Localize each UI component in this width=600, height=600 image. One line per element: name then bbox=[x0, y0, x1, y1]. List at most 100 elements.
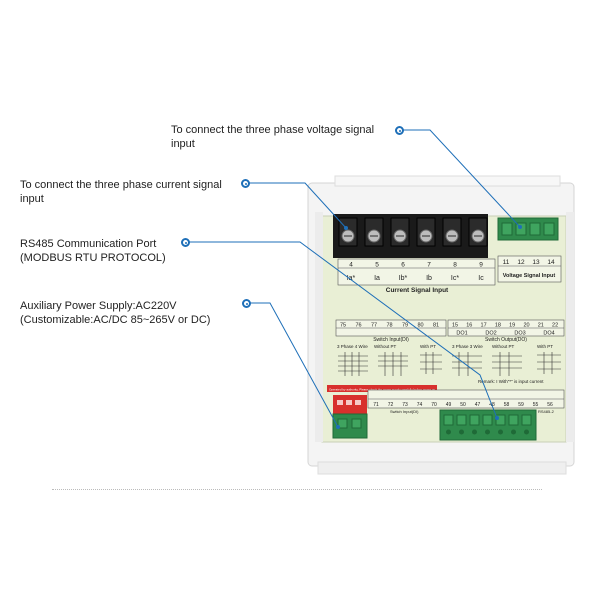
current-terminal-number: 4 bbox=[349, 262, 353, 269]
voltage-caption: Voltage Signal Input bbox=[503, 273, 556, 279]
device-top-lip bbox=[334, 175, 561, 187]
wiring-right-a: 3 Phase 3 Wire bbox=[452, 344, 483, 349]
current-terminal-number: 8 bbox=[453, 262, 457, 269]
voltage-terminal-pin bbox=[543, 222, 555, 236]
warning-text: Operated by authority, Please check the … bbox=[329, 388, 436, 392]
bottom-terminal-number: 73 bbox=[402, 402, 408, 408]
callout-power-line2: (Customizable:AC/DC 85~265V or DC) bbox=[20, 314, 211, 326]
rs485-terminal-pin bbox=[482, 414, 493, 426]
wiring-right-c: With PT bbox=[537, 344, 553, 349]
bottom-terminal-number: 59 bbox=[518, 402, 524, 408]
switch-in-number: 78 bbox=[386, 323, 392, 329]
switch-out-caption: Switch Output(DO) bbox=[485, 337, 527, 343]
mount-slot-right bbox=[566, 212, 574, 442]
current-terminal-label: Ib bbox=[426, 275, 432, 282]
switch-out-number: 20 bbox=[523, 323, 529, 329]
current-terminal-label: Ia* bbox=[347, 275, 356, 282]
current-terminal-screws bbox=[338, 217, 488, 247]
power-callout-dot-icon bbox=[242, 299, 251, 308]
bottom-caption-4: RS485-2 bbox=[538, 409, 555, 414]
voltage-terminal-pin bbox=[529, 222, 541, 236]
switch-out-label: DO4 bbox=[543, 331, 554, 337]
switch-out-number: 16 bbox=[466, 323, 472, 329]
callout-voltage-line1: To connect the three phase voltage signa… bbox=[171, 124, 375, 136]
current-terminal-block bbox=[333, 214, 488, 258]
switch-out-number: 22 bbox=[552, 323, 558, 329]
bottom-caption-1: Switch Input(DI) bbox=[390, 409, 419, 414]
rs485-terminal-pin bbox=[469, 414, 480, 426]
voltage-terminal-block bbox=[497, 217, 559, 241]
callout-current-line1: To connect the three phase current signa… bbox=[20, 179, 222, 191]
current-terminal-label: Ia bbox=[374, 275, 380, 282]
callout-power-line1: Auxiliary Power Supply:AC220V bbox=[20, 300, 177, 312]
wiring-right-b: Without PT bbox=[492, 344, 515, 349]
switch-out-number: 15 bbox=[452, 323, 458, 329]
wiring-diagram-sketch bbox=[338, 352, 561, 376]
switch-in-number: 81 bbox=[433, 323, 439, 329]
bottom-terminal-number: 55 bbox=[533, 402, 539, 408]
callout-current-line2: input bbox=[20, 193, 44, 205]
rs485-callout-dot-icon bbox=[181, 238, 190, 247]
rs485-screw-icon bbox=[524, 429, 529, 435]
current-terminal-label: Ic bbox=[478, 275, 484, 282]
bottom-terminal-number: 50 bbox=[460, 402, 466, 408]
voltage-terminal-number: 12 bbox=[517, 259, 525, 266]
rs485-terminal-pin bbox=[456, 414, 467, 426]
switch-in-number: 80 bbox=[417, 323, 423, 329]
current-terminal-number: 9 bbox=[479, 262, 483, 269]
voltage-terminal-pin bbox=[501, 222, 513, 236]
rs485-terminal-pin bbox=[495, 414, 506, 426]
device-bottom-lip bbox=[317, 461, 567, 475]
current-terminal-number: 5 bbox=[375, 262, 379, 269]
switch-in-number: 76 bbox=[355, 323, 361, 329]
warning-strip bbox=[327, 385, 437, 392]
callout-voltage-line2: input bbox=[171, 138, 195, 150]
callout-voltage: To connect the three phase voltage signa… bbox=[171, 123, 374, 151]
rs485-screw-icon bbox=[485, 429, 490, 435]
callout-rs485: RS485 Communication Port (MODBUS RTU PRO… bbox=[20, 237, 166, 265]
current-caption: Current Signal Input bbox=[386, 287, 449, 294]
rs485-screw-icon bbox=[459, 429, 464, 435]
switch-out-label: DO2 bbox=[485, 331, 496, 337]
wiring-left-b: Without PT bbox=[374, 344, 397, 349]
leader-power bbox=[246, 302, 339, 428]
callout-leader-lines bbox=[185, 129, 521, 428]
switch-out-number: 17 bbox=[481, 323, 487, 329]
callout-rs485-line2: (MODBUS RTU PROTOCOL) bbox=[20, 252, 166, 264]
bottom-terminal-number: 49 bbox=[446, 402, 452, 408]
bottom-terminal-number: 70 bbox=[431, 402, 437, 408]
switch-in-caption: Switch Input(DI) bbox=[373, 337, 409, 343]
rs485-terminal-pin bbox=[443, 414, 454, 426]
mount-slot-left bbox=[315, 212, 323, 442]
wiring-left-c: With PT bbox=[420, 344, 436, 349]
voltage-terminal-number: 14 bbox=[547, 259, 555, 266]
switch-out-number: 19 bbox=[509, 323, 515, 329]
switch-in-number: 77 bbox=[371, 323, 377, 329]
current-terminal-number: 6 bbox=[401, 262, 405, 269]
voltage-callout-dot-icon bbox=[395, 126, 404, 135]
switch-out-label: DO3 bbox=[514, 331, 525, 337]
switch-out-label: DO1 bbox=[456, 331, 467, 337]
bottom-terminal-number: 58 bbox=[504, 402, 510, 408]
switch-out-number: 21 bbox=[538, 323, 544, 329]
wiring-left-a: 3 Phase 4 Wire bbox=[337, 344, 368, 349]
bottom-divider bbox=[52, 489, 542, 490]
voltage-terminal-pin bbox=[515, 222, 527, 236]
bottom-terminal-number: 56 bbox=[547, 402, 553, 408]
current-callout-dot-icon bbox=[241, 179, 250, 188]
rs485-terminal-pin bbox=[508, 414, 519, 426]
current-terminal-label: Ic* bbox=[451, 275, 459, 282]
switch-in-number: 79 bbox=[402, 323, 408, 329]
leader-voltage bbox=[399, 129, 521, 228]
bottom-terminal-number: 71 bbox=[373, 402, 379, 408]
voltage-terminal-number: 13 bbox=[532, 259, 540, 266]
callout-current: To connect the three phase current signa… bbox=[20, 178, 222, 206]
remark-text: Remark: I With"*" is input current bbox=[478, 379, 544, 384]
bottom-terminal-number: 47 bbox=[475, 402, 481, 408]
bottom-terminal-number: 74 bbox=[417, 402, 423, 408]
rs485-screw-icon bbox=[498, 429, 503, 435]
leader-rs485 bbox=[185, 241, 498, 419]
bottom-terminal-number: 72 bbox=[388, 402, 394, 408]
current-terminal-number: 7 bbox=[427, 262, 431, 269]
